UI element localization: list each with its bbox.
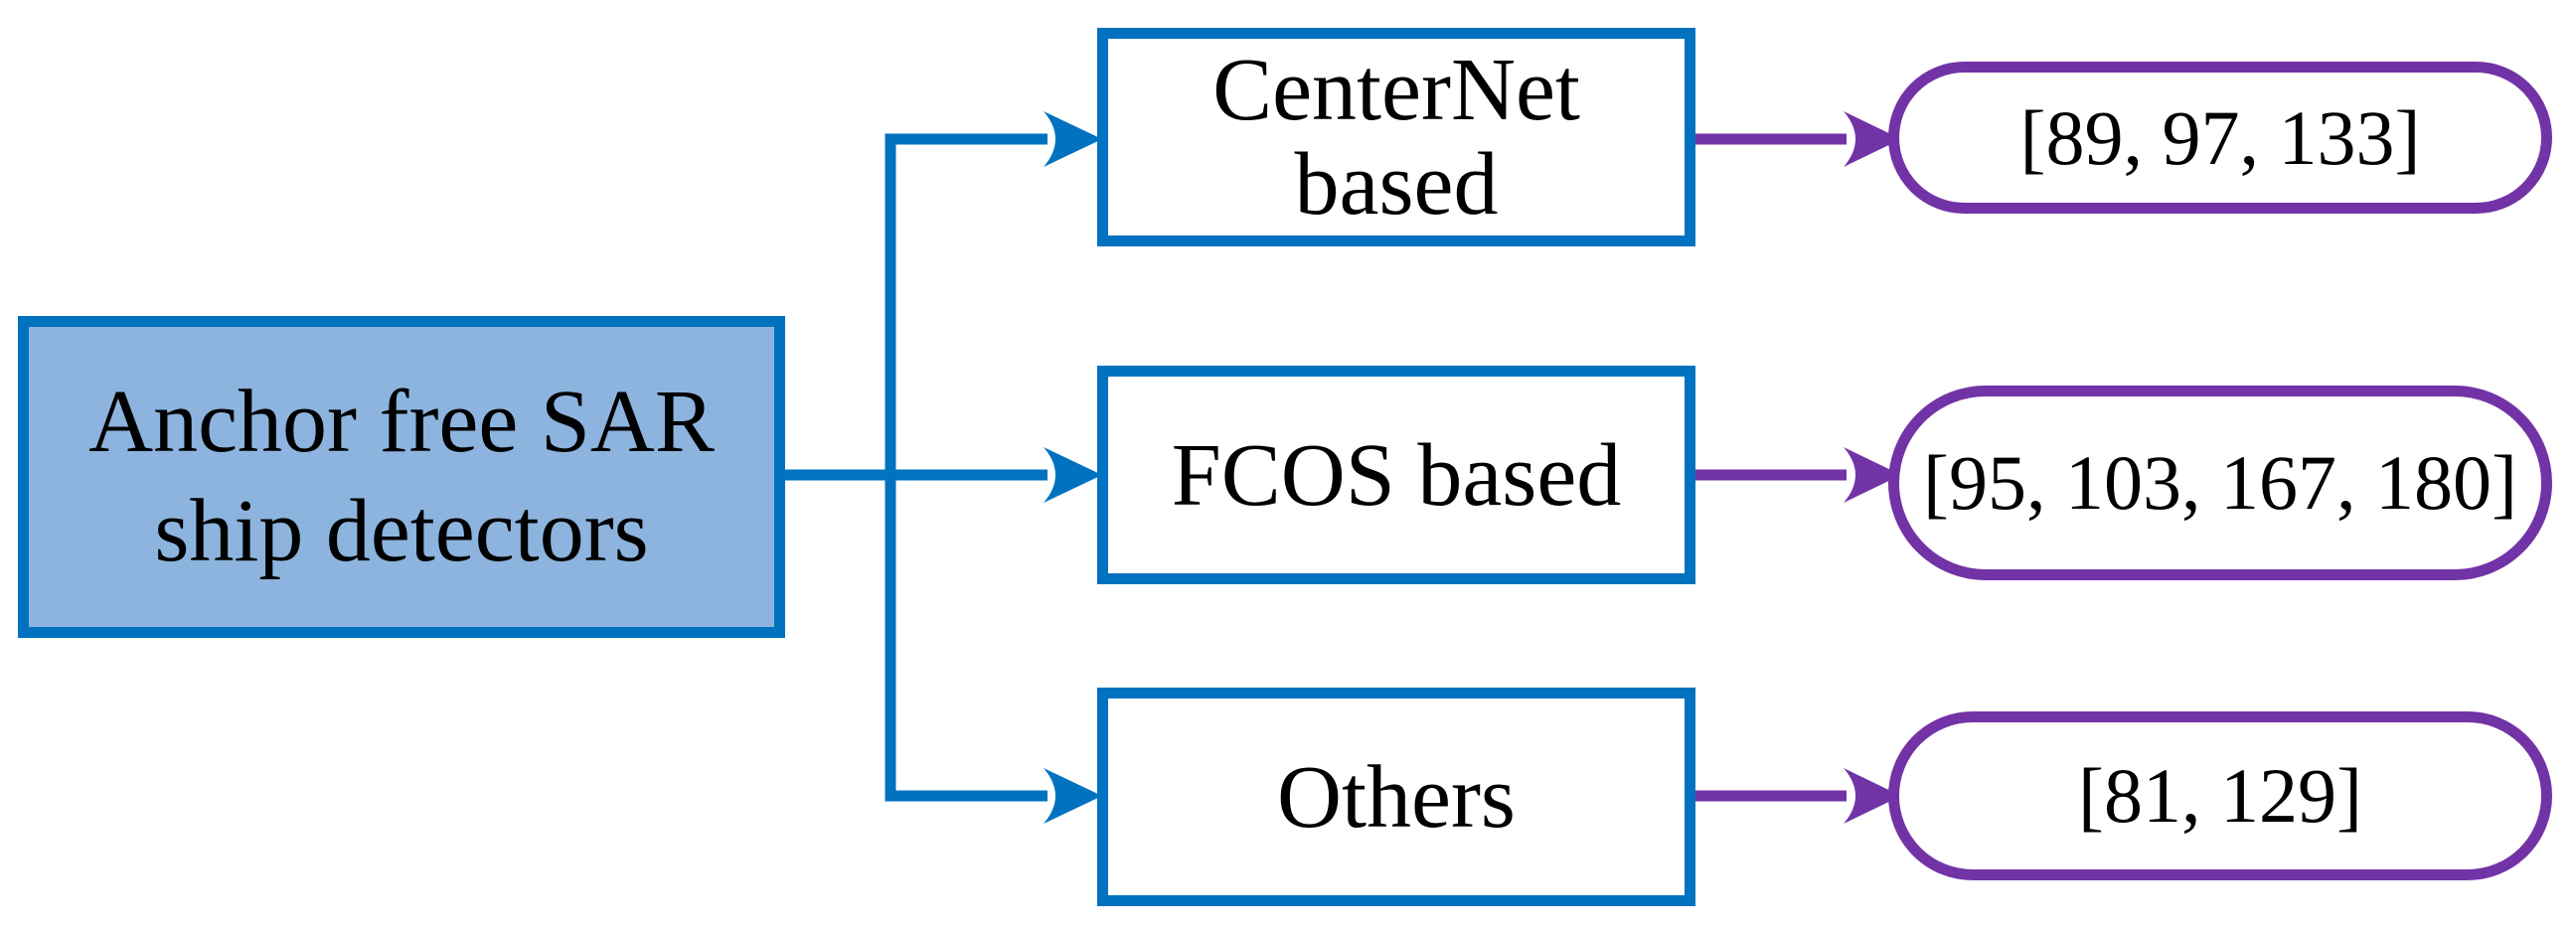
- arrowhead-to-refs-others-icon: [1844, 768, 1901, 824]
- root-box-anchor-free-sar: Anchor free SAR ship detectors: [18, 316, 785, 638]
- root-label-line1: Anchor free SAR: [88, 373, 715, 471]
- branch-centernet-label-line2: based: [1294, 135, 1499, 234]
- arrowhead-to-refs-fcos-icon: [1844, 447, 1901, 503]
- refs-centernet-text: [89, 97, 133]: [2019, 93, 2421, 181]
- refs-fcos-text: [95, 103, 167, 180]: [1923, 439, 2517, 526]
- branch-others-label: Others: [1277, 747, 1516, 847]
- arrowhead-to-others-icon: [1044, 768, 1102, 824]
- refs-others-text: [81, 129]: [2078, 752, 2362, 839]
- branch-fcos-label: FCOS based: [1171, 425, 1622, 525]
- arrowhead-to-refs-centernet-icon: [1844, 111, 1901, 167]
- refs-stadium-centernet: [89, 97, 133]: [1888, 62, 2552, 214]
- branch-box-fcos: FCOS based: [1097, 366, 1695, 584]
- refs-stadium-others: [81, 129]: [1888, 711, 2552, 880]
- branch-centernet-label-line1: CenterNet: [1212, 41, 1580, 139]
- refs-connector-lines: [1695, 133, 1847, 802]
- root-label-line2: ship detectors: [154, 482, 649, 580]
- arrowhead-to-centernet-icon: [1044, 111, 1102, 167]
- tree-connector-lines: [785, 133, 1047, 802]
- refs-stadium-fcos: [95, 103, 167, 180]: [1888, 386, 2552, 580]
- branch-box-centernet: CenterNet based: [1097, 28, 1695, 246]
- tree-arrowheads: [1044, 111, 1102, 824]
- arrowhead-to-fcos-icon: [1044, 447, 1102, 503]
- refs-arrowheads: [1844, 111, 1901, 824]
- branch-box-others: Others: [1097, 688, 1695, 906]
